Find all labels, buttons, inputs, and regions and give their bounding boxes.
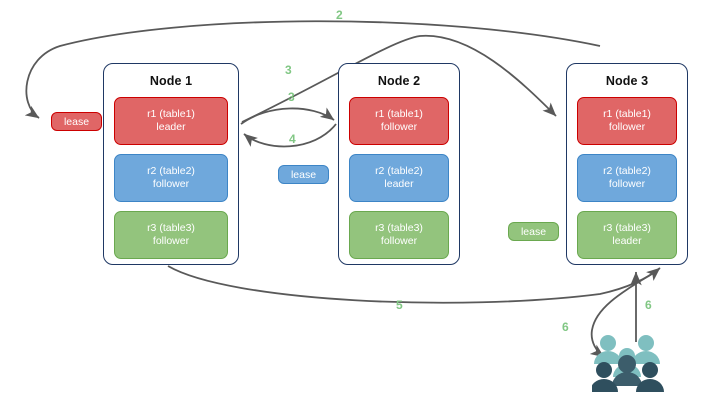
node-2-range-r2-line2: leader	[384, 178, 414, 190]
node-box-1[interactable]: Node 1 r1 (table1) leader r2 (table2) fo…	[103, 63, 239, 265]
edge-step-3-to-node3	[241, 35, 557, 123]
node-2-range-r1-line1: r1 (table1)	[375, 108, 423, 120]
step-label-1: 6	[645, 298, 652, 312]
node-3-range-r2-line2: follower	[608, 178, 646, 190]
node-3-range-r2[interactable]: r2 (table2) follower	[577, 154, 677, 202]
edge-step-2	[24, 20, 601, 119]
node-2-range-r2[interactable]: r2 (table2) leader	[349, 154, 449, 202]
edge-step-5	[167, 265, 661, 304]
step-label-3b: 3	[288, 90, 295, 104]
node-3-range-r1-line1: r1 (table1)	[603, 108, 651, 120]
edge-step-6	[589, 271, 656, 358]
node-1-range-r1[interactable]: r1 (table1) leader	[114, 97, 228, 145]
step-label-3a: 3	[285, 63, 292, 77]
node-3-range-r3-line2: leader	[612, 235, 642, 247]
node-3-range-r1-line2: follower	[608, 121, 646, 133]
node-box-3[interactable]: Node 3 r1 (table1) follower r2 (table2) …	[566, 63, 688, 265]
node-1-title: Node 1	[149, 74, 193, 88]
node-box-2[interactable]: Node 2 r1 (table1) follower r2 (table2) …	[338, 63, 460, 265]
lease-badge-r1[interactable]: lease	[51, 112, 102, 131]
node-1-range-r3[interactable]: r3 (table3) follower	[114, 211, 228, 259]
node-3-range-r2-line1: r2 (table2)	[603, 165, 651, 177]
node-1-range-r2-line1: r2 (table2)	[147, 165, 195, 177]
node-2-title: Node 2	[377, 74, 421, 88]
lease-badge-r2[interactable]: lease	[278, 165, 329, 184]
edge-step-3-to-node2	[240, 107, 335, 125]
step-label-5: 5	[396, 298, 403, 312]
step-label-4: 4	[289, 132, 296, 146]
node-1-range-r2[interactable]: r2 (table2) follower	[114, 154, 228, 202]
node-3-range-r3[interactable]: r3 (table3) leader	[577, 211, 677, 259]
node-3-range-r3-line1: r3 (table3)	[603, 222, 651, 234]
node-2-range-r1-line2: follower	[380, 121, 418, 133]
node-2-range-r2-line1: r2 (table2)	[375, 165, 423, 177]
node-2-range-r3-line2: follower	[380, 235, 418, 247]
edge-step-4	[243, 123, 337, 148]
node-1-range-r1-line1: r1 (table1)	[147, 108, 195, 120]
step-label-6: 6	[562, 320, 569, 334]
node-2-range-r1[interactable]: r1 (table1) follower	[349, 97, 449, 145]
node-1-range-r1-line2: leader	[156, 121, 186, 133]
lease-badge-r3[interactable]: lease	[508, 222, 559, 241]
node-1-range-r3-line2: follower	[152, 235, 190, 247]
step-label-2: 2	[336, 8, 343, 22]
node-2-range-r3-line1: r3 (table3)	[375, 222, 423, 234]
node-3-range-r1[interactable]: r1 (table1) follower	[577, 97, 677, 145]
people-group-icon	[592, 335, 664, 392]
node-1-range-r2-line2: follower	[152, 178, 190, 190]
node-2-range-r3[interactable]: r3 (table3) follower	[349, 211, 449, 259]
node-3-title: Node 3	[605, 74, 649, 88]
node-1-range-r3-line1: r3 (table3)	[147, 222, 195, 234]
